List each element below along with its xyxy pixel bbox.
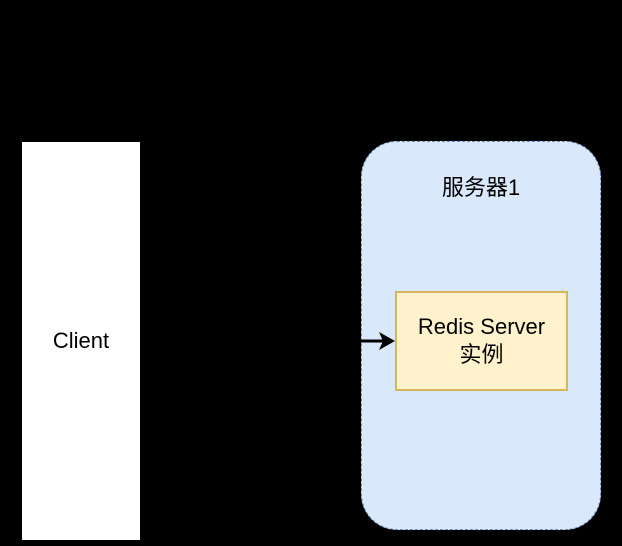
server-title: 服务器1 [441, 175, 521, 200]
instance-label-line2: 实例 [459, 342, 504, 367]
redis-server-instance: Redis Server 实例 [395, 291, 568, 391]
server-container: 服务器1 Redis Server 实例 [361, 141, 601, 530]
connection-arrowhead [379, 332, 395, 350]
instance-label-line1: Redis Server [417, 314, 546, 339]
client-label: Client [52, 328, 110, 353]
connection-arrow [357, 332, 395, 350]
client-node: Client [22, 142, 140, 540]
